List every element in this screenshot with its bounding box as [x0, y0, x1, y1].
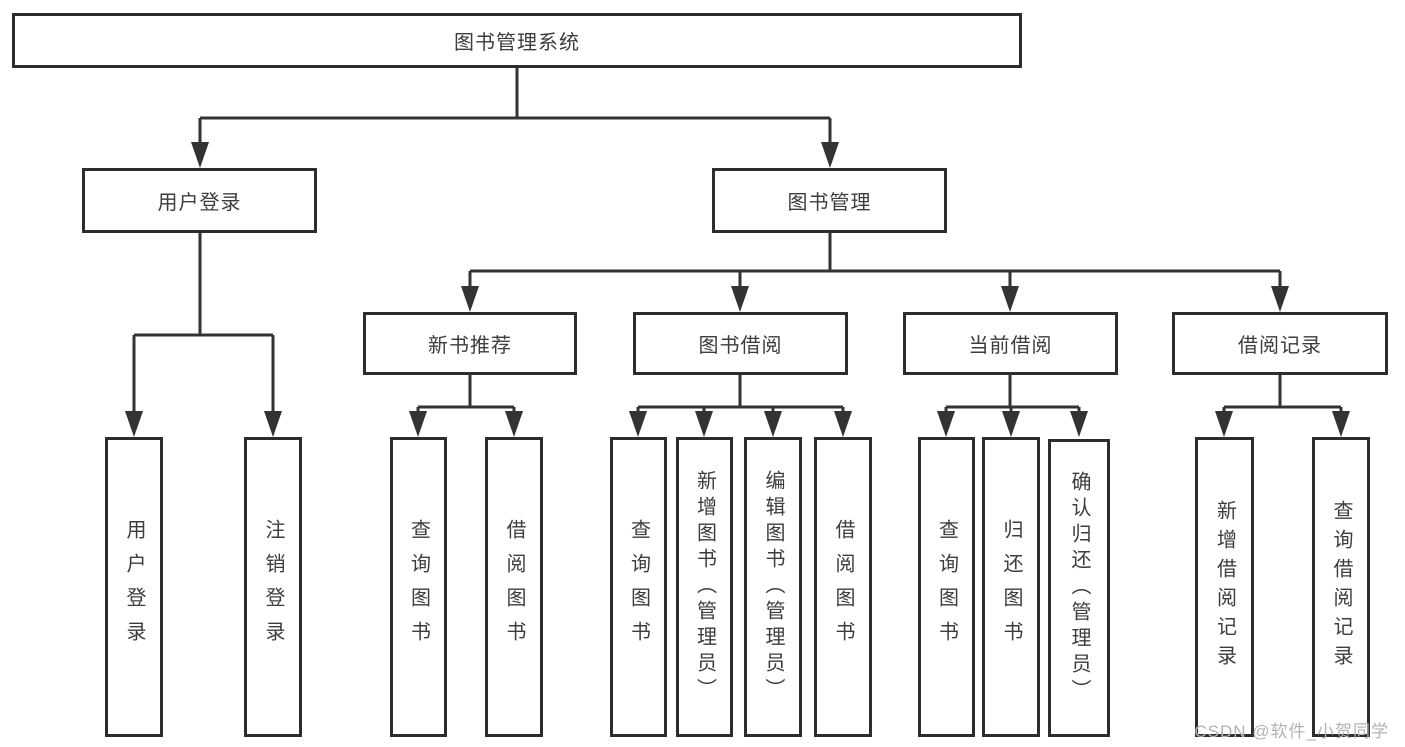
node-new-book-recommend: 新书推荐 — [363, 312, 577, 375]
watermark: CSDN @软件_小贺同学 — [1194, 722, 1389, 741]
leaf-records-query-record: 查询借阅记录 — [1312, 437, 1370, 737]
node-book-borrowing: 图书借阅 — [633, 312, 848, 375]
leaf-label: 借阅图书 — [832, 519, 854, 655]
node-label: 当前借阅 — [968, 335, 1053, 357]
leaf-label: 查询图书 — [407, 519, 430, 655]
node-label: 借阅记录 — [1238, 335, 1322, 357]
leaf-label: 注销登录 — [262, 519, 284, 655]
leaf-newbook-borrow-books: 借阅图书 — [485, 437, 543, 737]
leaf-borrow-query-books: 查询图书 — [610, 437, 667, 737]
leaf-current-query-books: 查询图书 — [918, 437, 975, 737]
leaf-label: 查询图书 — [935, 519, 958, 655]
node-current-borrowing: 当前借阅 — [903, 312, 1118, 375]
leaf-borrow-edit-books-admin: 编辑图书（管理员） — [744, 437, 802, 737]
leaf-borrow-borrow-books: 借阅图书 — [814, 437, 872, 737]
leaf-label: 查询借阅记录 — [1330, 500, 1352, 674]
leaf-current-confirm-return-admin: 确认归还（管理员） — [1048, 439, 1110, 737]
leaf-logout-login: 注销登录 — [244, 437, 302, 737]
node-label: 用户登录 — [157, 192, 242, 214]
leaf-label: 编辑图书（管理员） — [762, 470, 784, 704]
node-library-management-system: 图书管理系统 — [12, 13, 1022, 68]
leaf-label: 用户登录 — [123, 519, 145, 655]
node-label: 图书借阅 — [698, 335, 783, 357]
leaf-user-login: 用户登录 — [105, 437, 163, 737]
leaf-newbook-query-books: 查询图书 — [390, 437, 447, 737]
leaf-label: 新增图书（管理员） — [693, 470, 716, 704]
leaf-borrow-add-books-admin: 新增图书（管理员） — [676, 437, 733, 737]
leaf-label: 确认归还（管理员） — [1068, 471, 1090, 705]
leaf-label: 新增借阅记录 — [1213, 500, 1236, 674]
leaf-label: 借阅图书 — [503, 519, 525, 655]
leaf-current-return-books: 归还图书 — [982, 437, 1040, 737]
node-book-management: 图书管理 — [712, 168, 947, 233]
leaf-records-add-record: 新增借阅记录 — [1195, 437, 1254, 737]
node-borrowing-records: 借阅记录 — [1172, 312, 1388, 375]
node-label: 新书推荐 — [428, 335, 512, 357]
leaf-label: 归还图书 — [1000, 519, 1022, 655]
node-label: 图书管理 — [787, 192, 872, 214]
node-user-login: 用户登录 — [82, 168, 317, 233]
leaf-label: 查询图书 — [627, 519, 650, 655]
node-label: 图书管理系统 — [454, 32, 580, 54]
